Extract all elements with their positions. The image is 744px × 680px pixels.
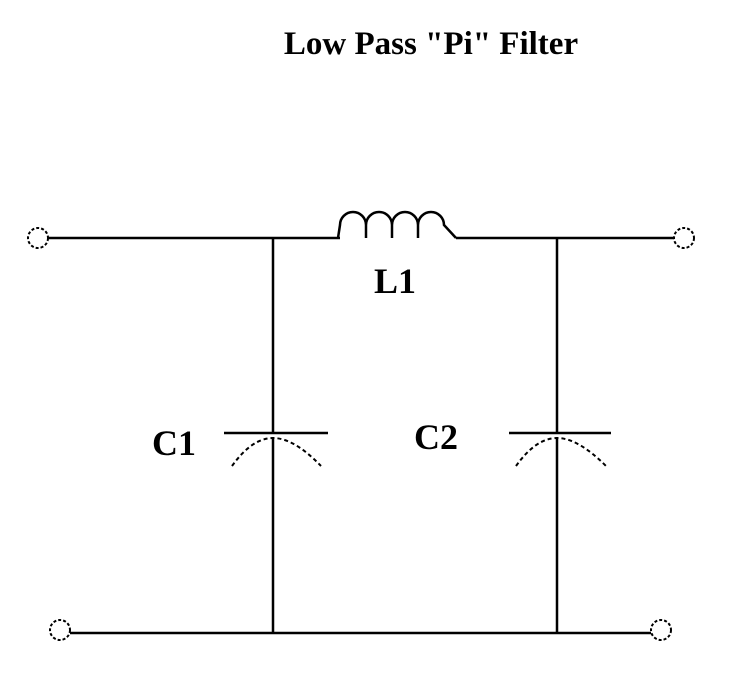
inductor-l1 — [336, 210, 457, 239]
diagram-title: Low Pass "Pi" Filter — [283, 26, 579, 62]
label-c1: C1 — [152, 423, 196, 463]
terminal-input-bottom — [49, 619, 71, 641]
capacitor-c2 — [509, 238, 611, 633]
capacitor-c1 — [224, 238, 328, 633]
terminal-input-top — [27, 227, 49, 249]
label-c2: C2 — [414, 417, 458, 457]
label-l1: L1 — [374, 261, 417, 301]
terminal-output-bottom — [650, 619, 672, 641]
terminal-output-top — [673, 227, 695, 249]
